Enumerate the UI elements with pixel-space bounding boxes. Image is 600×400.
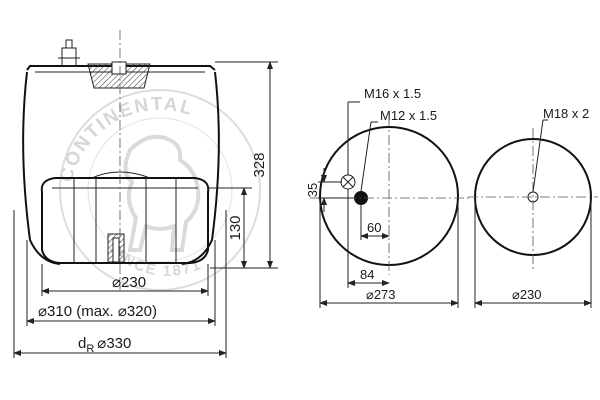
m18-leader [532, 119, 544, 193]
bellow-left-wall [22, 71, 61, 265]
offset-84-label: 84 [360, 267, 374, 282]
height-total-label: 328 [251, 152, 268, 177]
offset-60-label: 60 [367, 220, 381, 235]
dia-273-label: ⌀273 [366, 287, 396, 302]
offset-35-label: 35 [305, 183, 320, 197]
dia-piston-label: ⌀230 [112, 274, 146, 291]
top-insert-section [87, 63, 151, 89]
top-plate-view: M16 x 1.5 M12 x 1.5 35 60 84 ⌀273 [305, 86, 470, 308]
continental-watermark: CONTINENTAL SINCE 1871 [56, 89, 261, 291]
bottom-plate-view: M18 x 2 ⌀230 [468, 106, 598, 308]
height-piston-label: 130 [227, 215, 244, 240]
bellow-right-wall [181, 71, 220, 265]
m12-leader [360, 121, 372, 192]
air-connector [61, 47, 77, 67]
thread-m12-label: M12 x 1.5 [380, 108, 437, 123]
dia-230-bottom-label: ⌀230 [512, 287, 542, 302]
air-spring-side-view: 328 130 ⌀230 ⌀310 (max. ⌀320) dR⌀330 [13, 30, 278, 358]
thread-m18-label: M18 x 2 [543, 106, 589, 121]
piston-outline [40, 177, 210, 264]
dia-r-label: dR⌀330 [78, 335, 131, 355]
watermark-ring [59, 89, 261, 291]
thread-m16-label: M16 x 1.5 [364, 86, 421, 101]
horse-logo-icon [123, 134, 201, 252]
dia-bellow-label: ⌀310 (max. ⌀320) [38, 303, 157, 320]
